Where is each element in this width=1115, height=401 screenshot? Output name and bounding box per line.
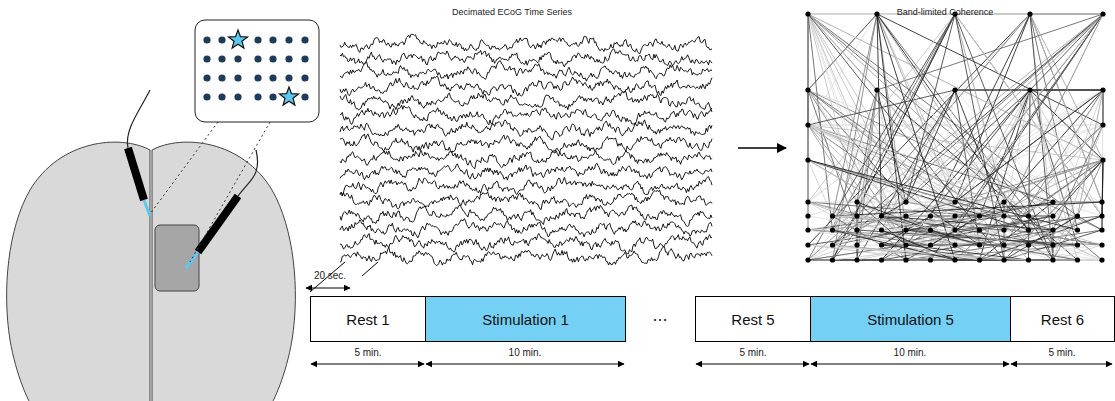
duration-arrow — [426, 364, 624, 365]
stimulation-block: Stimulation 1 — [425, 296, 626, 342]
ecog-traces — [340, 34, 712, 265]
duration-arrow — [811, 364, 1009, 365]
flow-arrow — [738, 147, 786, 149]
duration-arrow — [306, 288, 350, 289]
brain-outline — [7, 142, 296, 401]
duration-label: 5 min. — [739, 347, 766, 358]
electrode-grid-inset — [195, 20, 319, 122]
stimulation-star — [228, 30, 298, 105]
block-label: Rest 6 — [1041, 311, 1084, 328]
electrode — [186, 150, 258, 268]
zoom-line — [362, 262, 378, 276]
block-label: Stimulation 1 — [482, 311, 569, 328]
coherence-edges — [808, 14, 1103, 260]
coherence-nodes — [805, 11, 1105, 262]
duration-arrow — [696, 364, 809, 365]
stimulation-block: Stimulation 5 — [810, 296, 1011, 342]
electrode — [127, 90, 150, 216]
duration-label: 5 min. — [354, 347, 381, 358]
rest-block: Rest 6 — [1010, 296, 1115, 342]
duration-arrow — [1011, 364, 1112, 365]
rest-block: Rest 1 — [310, 296, 426, 342]
block-label: Rest 1 — [346, 311, 389, 328]
duration-label: 10 min. — [509, 347, 542, 358]
scale-label: 20 sec. — [314, 270, 346, 281]
electrode-dots — [203, 36, 308, 100]
block-label: Stimulation 5 — [867, 311, 954, 328]
rest-block: Rest 5 — [695, 296, 811, 342]
block-label: Rest 5 — [731, 311, 774, 328]
zoom-line — [190, 122, 270, 262]
panel-title: Decimated ECoG Time Series — [452, 8, 572, 18]
duration-label: 5 min. — [1048, 347, 1075, 358]
zoom-line — [150, 122, 218, 214]
duration-label: 10 min. — [894, 347, 927, 358]
panel-title: Band-limited Coherence — [897, 8, 994, 18]
duration-arrow — [311, 364, 424, 365]
ellipsis: ... — [652, 306, 667, 326]
